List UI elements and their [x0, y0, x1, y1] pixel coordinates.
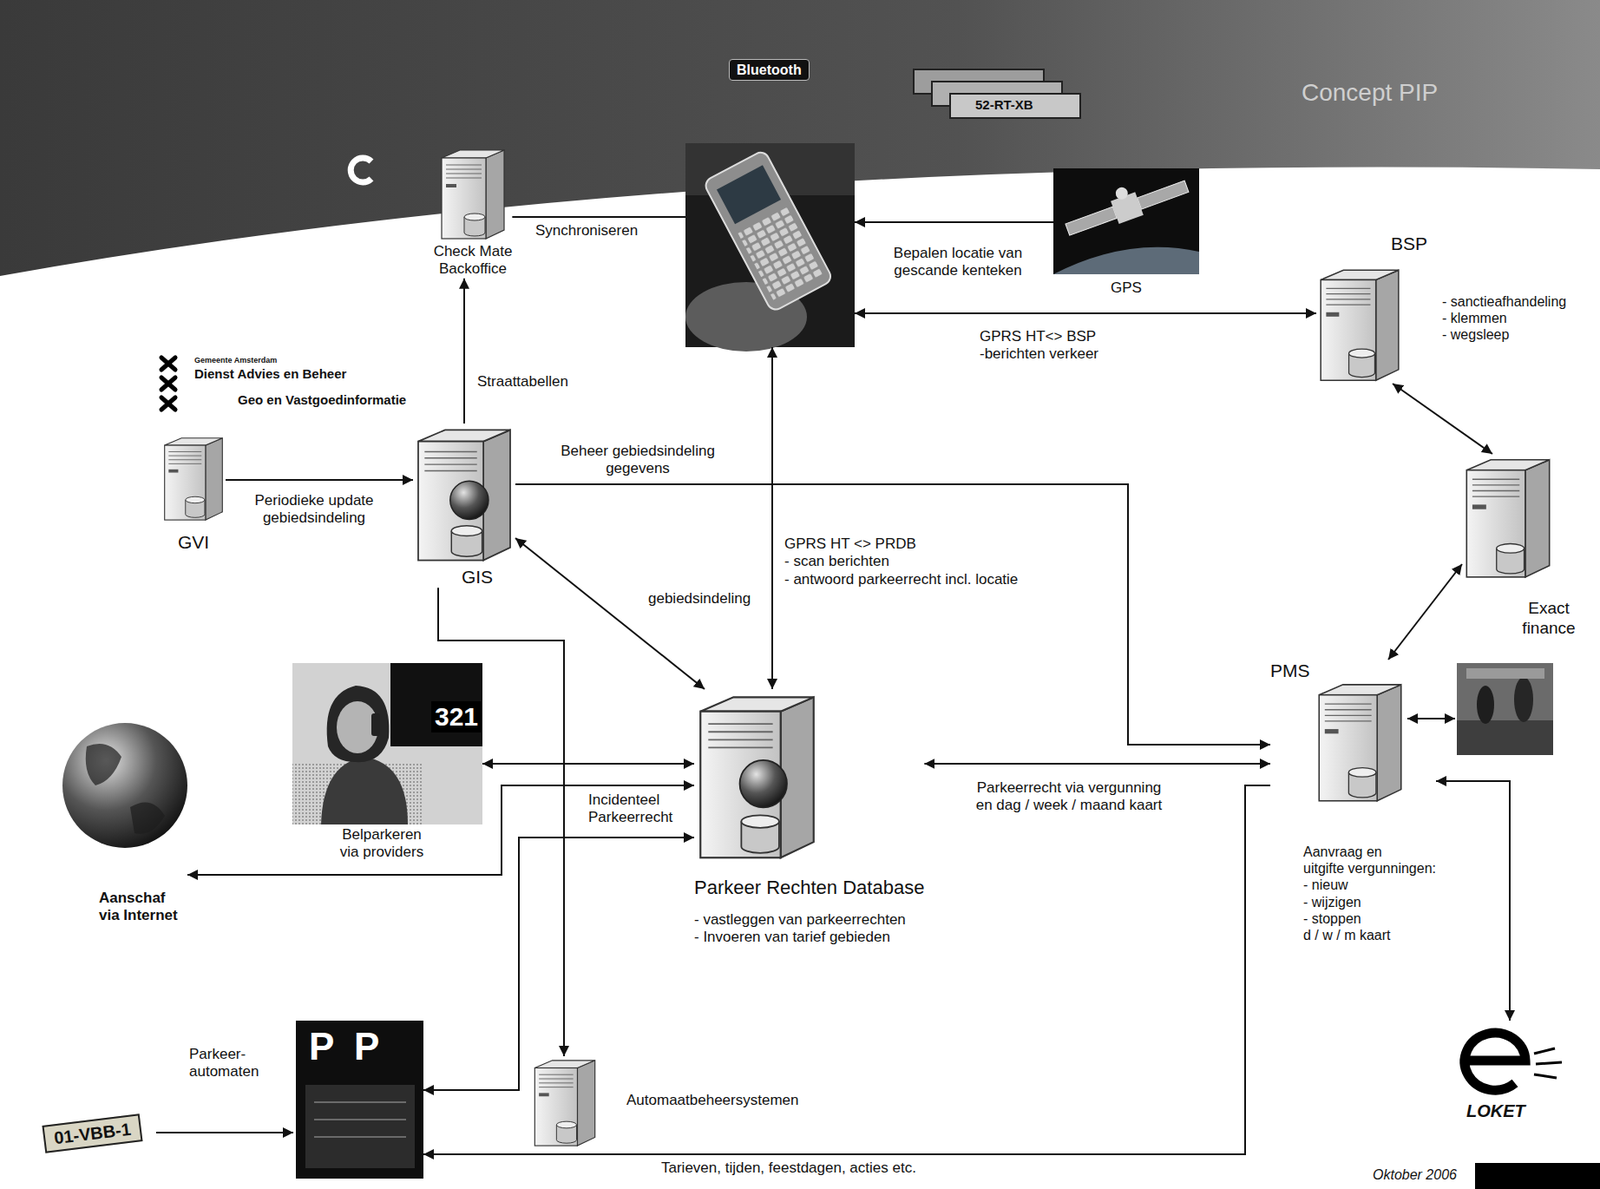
connector: [482, 762, 695, 765]
node-label: BSP: [1390, 232, 1428, 255]
parking-sign: P: [354, 1023, 380, 1070]
node-label: Check Mate Backoffice: [433, 242, 513, 279]
connector: [1392, 383, 1493, 454]
parking-sign: P: [308, 1023, 335, 1070]
node-label: Aanvraag en uitgifte vergunningen: - nie…: [1303, 843, 1437, 944]
server-node: GIS: [413, 423, 516, 588]
server-node: Automaatbeheersystemen: [531, 1055, 799, 1148]
edge-label: gebiedsindeling: [646, 590, 753, 608]
connector: [515, 484, 1271, 745]
connector: [854, 221, 1054, 223]
license-plate: 52-RT-XB: [975, 97, 1034, 113]
logo-text: Geo en Vastgoedinformatie: [237, 392, 407, 408]
connector: [1388, 563, 1463, 660]
handheld-device: Bluetooth: [685, 59, 855, 348]
edge-label: Tarieven, tijden, feestdagen, acties etc…: [659, 1159, 919, 1177]
edge-label: Parkeerrecht via vergunning en dag / wee…: [974, 779, 1165, 815]
server-node: Exact finance: [1462, 453, 1576, 639]
node-label: - vastleggen van parkeerrechten - Invoer…: [694, 911, 906, 947]
connector: [225, 478, 414, 481]
connector: [515, 537, 705, 689]
server-node: BSP - sanctieafhandeling - klemmen - wegs…: [1316, 232, 1567, 384]
edge-label: GPRS HT<> BSP -berichten verkeer: [977, 327, 1101, 364]
node-label: Exact finance: [1521, 598, 1575, 639]
node-label: Parkeer Rechten Database: [694, 876, 925, 899]
watermark-title: Concept PIP: [1301, 78, 1438, 108]
phone-parking-photo: Belparkeren via providers: [292, 662, 483, 862]
connector: [924, 762, 1271, 765]
node-label: Parkeer- automaten: [189, 1045, 259, 1082]
node-label: LOKET: [1466, 1100, 1526, 1122]
connector: [463, 278, 466, 424]
node-label: Aanschaf via Internet: [98, 889, 178, 925]
node-label: Automaatbeheersystemen: [626, 1091, 799, 1109]
edge-label: Straattabellen: [475, 373, 571, 391]
server-node: PMS Aanvraag en uitgifte vergunningen: - …: [1270, 659, 1437, 944]
edge-label: GPRS HT <> PRDB - scan berichten - antwo…: [782, 535, 1020, 589]
edge-label: Periodieke update gebiedsindeling: [252, 491, 375, 528]
edge-label: Incidenteel Parkeerrecht: [586, 791, 675, 827]
node-label: GIS: [461, 565, 493, 588]
internet-globe: Aanschaf via Internet: [62, 722, 188, 925]
server-node: Check Mate Backoffice: [433, 145, 513, 279]
node-label: PMS: [1270, 659, 1311, 682]
edge-label: Beheer gebiedsindeling gegevens: [558, 442, 717, 479]
node-label: GVI: [177, 531, 210, 553]
connector: [771, 347, 774, 689]
date-note: Oktober 2006: [1372, 1166, 1457, 1183]
connector: [423, 837, 695, 1090]
connector: [1436, 780, 1510, 1021]
database-server: Parkeer Rechten Database - vastleggen van…: [694, 688, 925, 947]
logo-text: Dienst Advies en Beheer: [194, 366, 347, 382]
server-node: GVI: [161, 433, 226, 553]
gps-satellite: GPS: [1053, 168, 1200, 297]
connector: [187, 785, 695, 875]
logo-text: Gemeente Amsterdam: [194, 355, 277, 366]
parking-meter: Parkeer- automaten: [189, 1020, 424, 1179]
connector: [511, 216, 686, 218]
node-label: - sanctieafhandeling - klemmen - wegslee…: [1442, 293, 1567, 344]
eloket-logo: LOKET: [1449, 1020, 1567, 1122]
edge-label: Bepalen locatie van gescande kenteken: [891, 244, 1024, 281]
connector: [423, 785, 1271, 1155]
node-label: Bluetooth: [728, 59, 810, 81]
sign-number: 321: [431, 701, 482, 733]
edge-label: Synchroniseren: [533, 222, 640, 240]
license-plate: 01-VBB-1: [41, 1113, 143, 1154]
connector: [854, 312, 1317, 315]
node-label: Belparkeren via providers: [340, 826, 424, 862]
node-label: GPS: [1110, 279, 1142, 297]
